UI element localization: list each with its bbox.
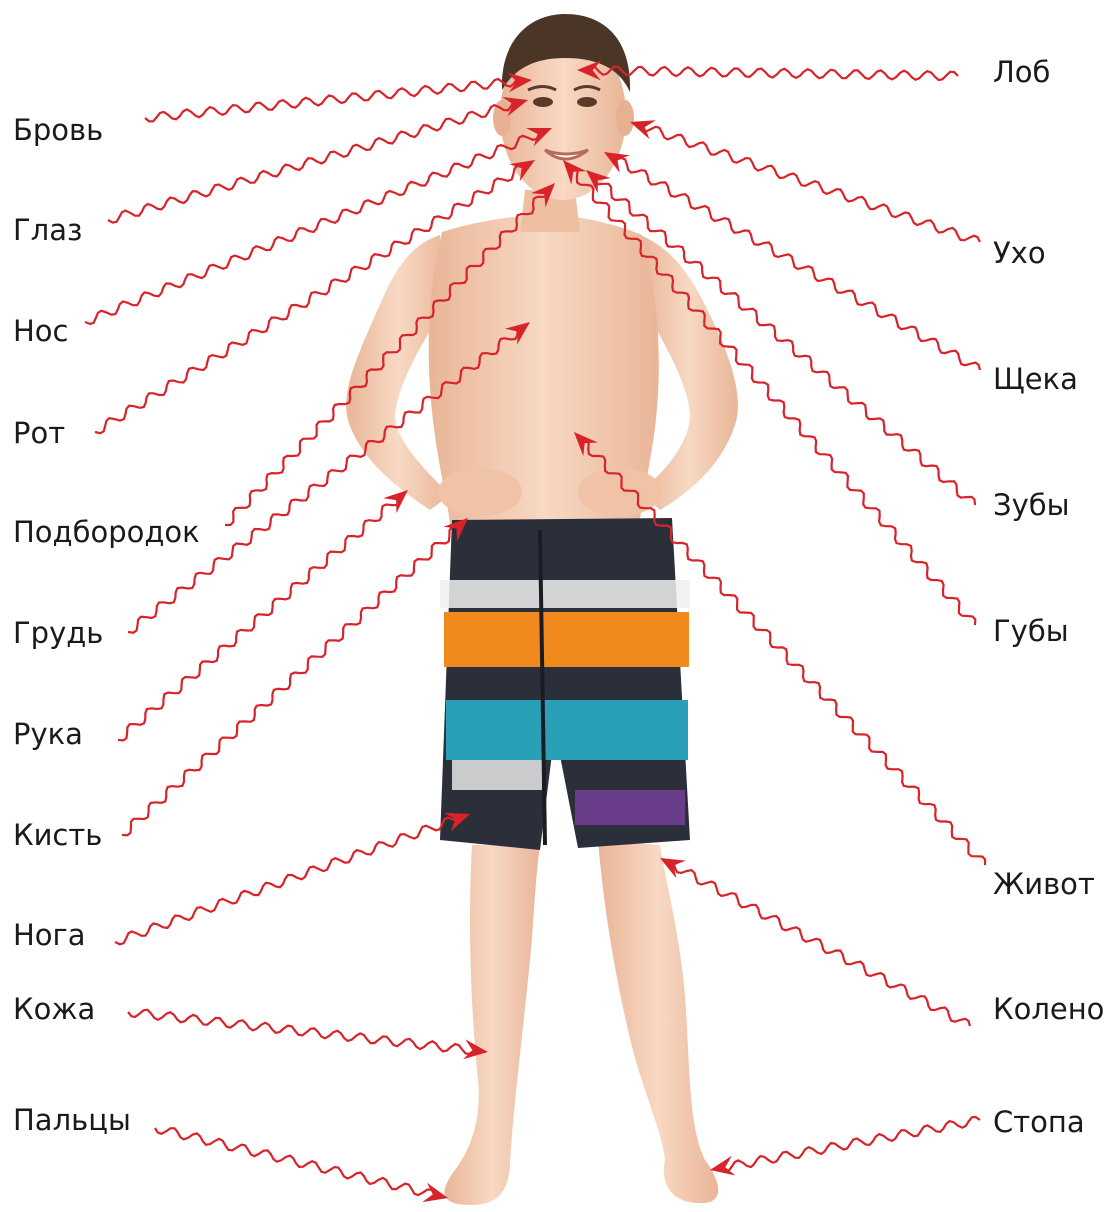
label-lips: Губы [993,614,1069,648]
arrow-head-arm [383,490,408,513]
arrow-line-fingers [155,1128,434,1195]
label-nose: Нос [13,314,69,348]
label-belly: Живот [993,867,1095,901]
label-teeth: Зубы [993,488,1070,522]
label-mouth: Рот [13,416,65,450]
arrow-line-forehead [592,66,959,80]
label-arm: Рука [13,717,83,751]
arrow-line-skin [128,1010,474,1054]
label-chin: Подбородок [13,515,200,549]
label-cheek: Щека [993,362,1078,396]
arrow-line-eyebrow [145,79,517,122]
label-fingers: Пальцы [13,1103,131,1137]
label-forehead: Лоб [993,55,1050,89]
arrow-line-hand [122,527,457,835]
label-foot: Стопа [993,1105,1085,1139]
arrow-head-fingers [422,1183,448,1202]
label-ear: Ухо [993,236,1046,270]
label-leg: Нога [13,918,86,952]
arrow-line-leg [115,818,458,945]
label-eyebrow: Бровь [13,113,103,147]
label-skin: Кожа [13,992,95,1026]
swim-shorts [440,518,690,850]
label-eye: Глаз [13,213,82,247]
arrow-line-knee [674,863,970,1026]
label-hand: Кисть [13,818,102,852]
arrow-line-ear [642,127,980,242]
left-hand [438,468,522,516]
label-chest: Грудь [13,616,103,650]
arrow-line-foot [725,1117,980,1171]
arrow-line-eye [108,101,513,222]
label-knee: Колено [993,992,1104,1026]
legs [445,840,719,1205]
